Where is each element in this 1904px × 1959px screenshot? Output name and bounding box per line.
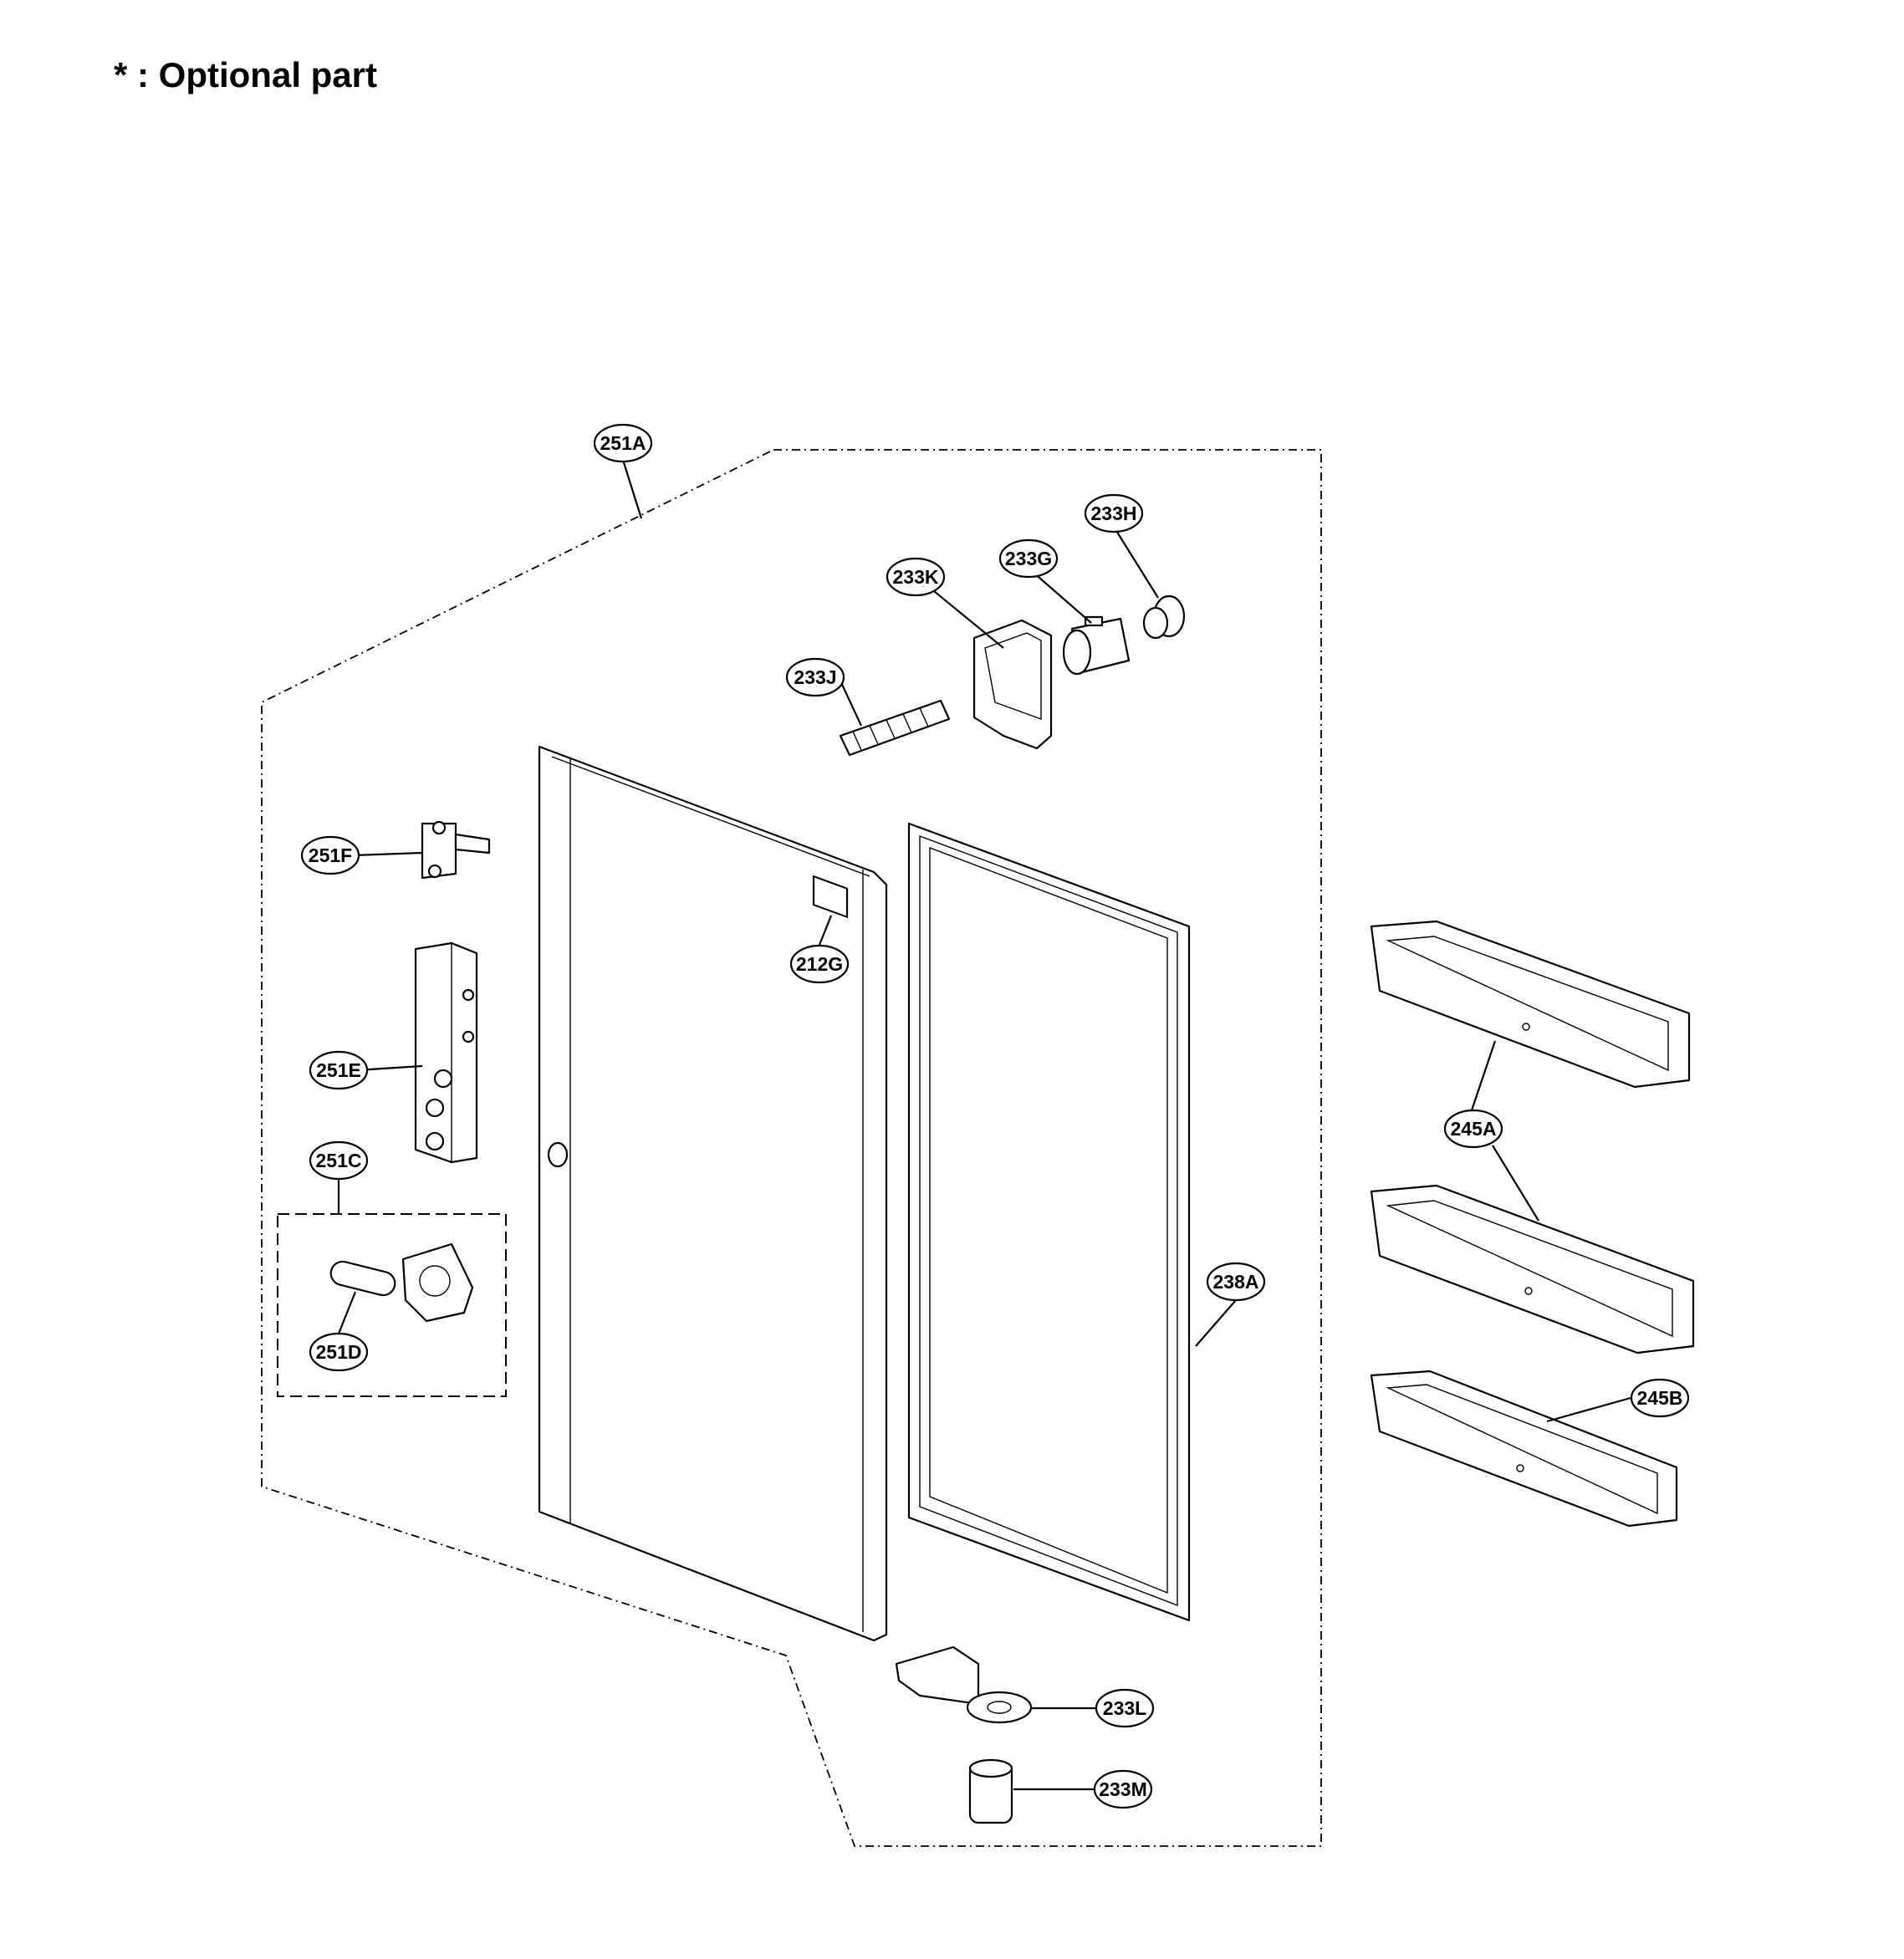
- callout-233K[interactable]: 233K: [886, 557, 946, 597]
- callout-label: 238A: [1213, 1271, 1259, 1293]
- bushing[interactable]: [968, 1758, 1013, 1824]
- callout-233J[interactable]: 233J: [785, 657, 845, 697]
- callout-251D[interactable]: 251D: [309, 1332, 369, 1372]
- callout-label: 233K: [893, 566, 939, 588]
- cap-plug[interactable]: [329, 1259, 397, 1298]
- door-basket-1[interactable]: [1370, 920, 1691, 1089]
- leader-lines: [337, 459, 1631, 1791]
- callout-label: 245B: [1637, 1387, 1683, 1409]
- optional-box: [277, 1213, 507, 1397]
- spring[interactable]: [839, 699, 951, 757]
- middle-hinge[interactable]: [414, 941, 478, 1164]
- callout-251F[interactable]: 251F: [300, 835, 360, 875]
- door-basket-small[interactable]: [1370, 1370, 1678, 1528]
- door-assembly[interactable]: [538, 745, 888, 1642]
- hinge-cover[interactable]: [401, 1242, 474, 1323]
- cam[interactable]: [1062, 615, 1131, 676]
- callout-245B[interactable]: 245B: [1630, 1378, 1690, 1418]
- callout-label: 233H: [1091, 503, 1137, 524]
- callout-233L[interactable]: 233L: [1095, 1688, 1155, 1728]
- callout-233G[interactable]: 233G: [998, 538, 1059, 579]
- assembly-boundary: [261, 449, 1322, 1847]
- callout-245A[interactable]: 245A: [1443, 1109, 1503, 1149]
- callout-label: 233J: [794, 666, 836, 688]
- callout-251E[interactable]: 251E: [309, 1050, 369, 1090]
- callout-233H[interactable]: 233H: [1084, 493, 1144, 533]
- cap[interactable]: [1142, 594, 1186, 640]
- callout-label: 245A: [1451, 1118, 1497, 1140]
- callout-label: 251A: [600, 432, 646, 454]
- callout-label: 251E: [316, 1059, 361, 1081]
- callout-label: 251F: [309, 844, 352, 866]
- lower-hinge[interactable]: [895, 1645, 1033, 1724]
- optional-part-note: * : Optional part: [114, 55, 377, 94]
- callout-label: 233M: [1099, 1778, 1147, 1800]
- callout-238A[interactable]: 238A: [1206, 1262, 1266, 1302]
- callout-label: 233L: [1103, 1697, 1146, 1719]
- callout-label: 251D: [316, 1341, 362, 1363]
- door-gasket[interactable]: [907, 822, 1191, 1622]
- callout-251A[interactable]: 251A: [593, 423, 653, 463]
- callout-233M[interactable]: 233M: [1093, 1769, 1153, 1809]
- callout-251C[interactable]: 251C: [309, 1140, 369, 1181]
- callout-212G[interactable]: 212G: [789, 944, 850, 984]
- callout-label: 212G: [796, 953, 843, 975]
- callout-label: 233G: [1005, 548, 1052, 569]
- upper-hinge[interactable]: [421, 820, 491, 880]
- callout-label: 251C: [316, 1150, 362, 1171]
- door-basket-2[interactable]: [1370, 1184, 1695, 1354]
- cam-housing[interactable]: [972, 619, 1053, 750]
